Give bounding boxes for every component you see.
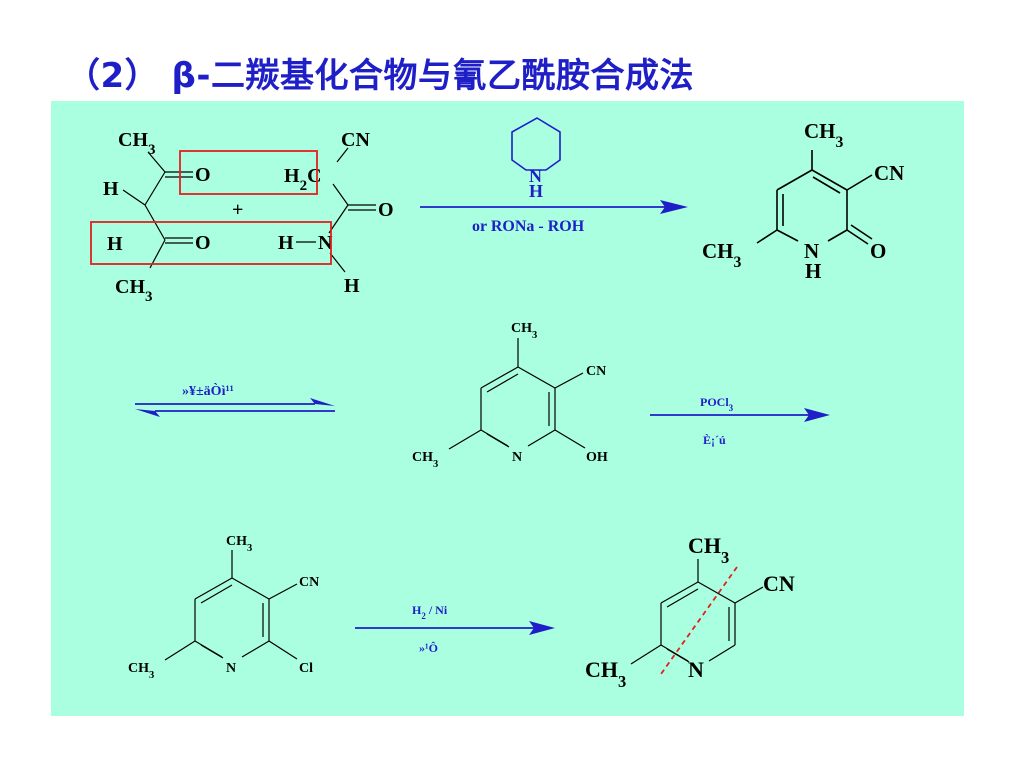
cyano-label: CN xyxy=(299,575,319,590)
oxygen-label: O xyxy=(870,239,886,263)
bond xyxy=(241,640,270,658)
hydrogen-label: H xyxy=(278,232,294,254)
nitrogen-label: N xyxy=(688,657,704,682)
bond xyxy=(231,577,270,600)
hydrogen-label: H xyxy=(107,233,123,255)
bond xyxy=(660,581,699,604)
ch3-label: CH3 xyxy=(585,657,626,691)
ch3-label: CH3 xyxy=(118,129,156,158)
bond xyxy=(697,581,736,604)
nitrogen-label: N xyxy=(804,239,819,263)
nitrogen-label: N xyxy=(226,661,236,676)
cyano-label: CN xyxy=(586,364,606,379)
bond xyxy=(708,644,736,662)
bond xyxy=(336,147,349,163)
arrowhead xyxy=(529,621,555,635)
oxygen-label: O xyxy=(195,164,211,186)
reaction-condition: »¹Ô­ xyxy=(419,641,438,655)
reaction-scheme-panel: CH3 O H H O CH3 + CN H2C O H N H N H or … xyxy=(51,101,964,716)
reagent-label: POCl3 xyxy=(700,395,734,413)
cyanoacetamide-reactant: CN H2C O H N H xyxy=(278,129,394,297)
ch3-label: CH3 xyxy=(226,534,252,554)
condensation-highlight-box xyxy=(90,221,332,265)
bond xyxy=(448,429,482,450)
hydrogen-label: H xyxy=(529,181,543,201)
chloropyridine-intermediate: CH3 CN CH3 N Cl xyxy=(128,534,319,681)
bond xyxy=(756,229,778,244)
hydroxypyridine-tautomer: CH3 CN CH3 N OH xyxy=(412,321,608,470)
hydroxyl-label: OH xyxy=(586,450,608,465)
cyano-label: CN xyxy=(763,571,795,596)
plus-sign: + xyxy=(232,199,243,221)
bond xyxy=(527,429,556,447)
reaction-condition: or RONa - ROH xyxy=(472,218,585,235)
ch3-label: CH3 xyxy=(688,533,729,567)
bond xyxy=(734,586,764,604)
hydrogen-label: H xyxy=(103,178,119,200)
bond xyxy=(268,583,298,600)
chlorine-label: Cl xyxy=(299,661,313,676)
ch3-label: CH3 xyxy=(702,239,742,271)
bond xyxy=(164,640,196,661)
condensation-highlight-box xyxy=(179,150,318,195)
reaction-condition: È¡´ú xyxy=(703,433,726,447)
arrowhead xyxy=(804,408,830,422)
bond xyxy=(846,174,873,191)
nitrogen-label: N xyxy=(529,166,542,186)
bond xyxy=(827,229,848,242)
piperidine-catalyst: N H xyxy=(511,117,561,201)
oxygen-label: O xyxy=(195,232,211,254)
ch3-label: CH3 xyxy=(804,119,844,151)
bond xyxy=(666,588,699,608)
ch3-label: CH3 xyxy=(115,276,153,305)
bond xyxy=(846,229,869,245)
arrowhead xyxy=(310,398,335,406)
bond xyxy=(554,372,584,389)
oxygen-label: O xyxy=(378,199,394,221)
bond xyxy=(194,577,233,600)
nitrogen-label: N xyxy=(512,450,522,465)
bond xyxy=(329,252,346,273)
beta-dicarbonyl-reactant: CH3 O H H O CH3 xyxy=(103,129,211,305)
arrowhead xyxy=(135,409,160,417)
hydrogen-label: H xyxy=(805,259,821,283)
bond xyxy=(486,373,519,393)
slide-title: （2） β-二羰基化合物与氰乙酰胺合成法 xyxy=(66,56,694,96)
ch3-label: CH3 xyxy=(511,321,537,341)
bond xyxy=(200,644,224,659)
hydrogen-label: H xyxy=(344,275,360,297)
bond xyxy=(332,183,349,206)
pyridone-product: CH3 CN CH3 N H O xyxy=(702,119,904,283)
bond xyxy=(776,169,813,191)
cyano-label: CN xyxy=(874,161,904,185)
bond xyxy=(666,648,690,663)
ch3-label: CH3 xyxy=(128,661,154,681)
retrosynthetic-disconnection-line xyxy=(660,566,738,675)
bond xyxy=(147,151,166,173)
piperidine-ring xyxy=(511,117,561,171)
arrowhead xyxy=(660,200,688,214)
bond xyxy=(480,366,519,389)
bond xyxy=(122,189,146,206)
reagent-label: H2 / Ni xyxy=(412,603,448,621)
bond xyxy=(850,224,873,240)
bond xyxy=(776,229,799,242)
bond xyxy=(486,433,510,448)
bond xyxy=(811,169,848,191)
tautomerism-label: »¥±äÒì¹¹ xyxy=(182,382,234,399)
bond xyxy=(554,429,586,449)
nitrogen-label: N xyxy=(318,232,333,254)
bond xyxy=(200,584,233,604)
ch3-label: CH3 xyxy=(412,450,438,470)
bond xyxy=(517,366,556,389)
dimethylnicotinonitrile-product: CH3 CN CH3 N xyxy=(585,533,795,691)
cyano-label: CN xyxy=(341,129,370,151)
bond xyxy=(812,176,841,194)
methylene-label: H2C xyxy=(284,165,322,194)
bond xyxy=(144,171,166,206)
bond xyxy=(328,204,349,234)
bond xyxy=(268,640,298,660)
bond xyxy=(630,644,662,665)
